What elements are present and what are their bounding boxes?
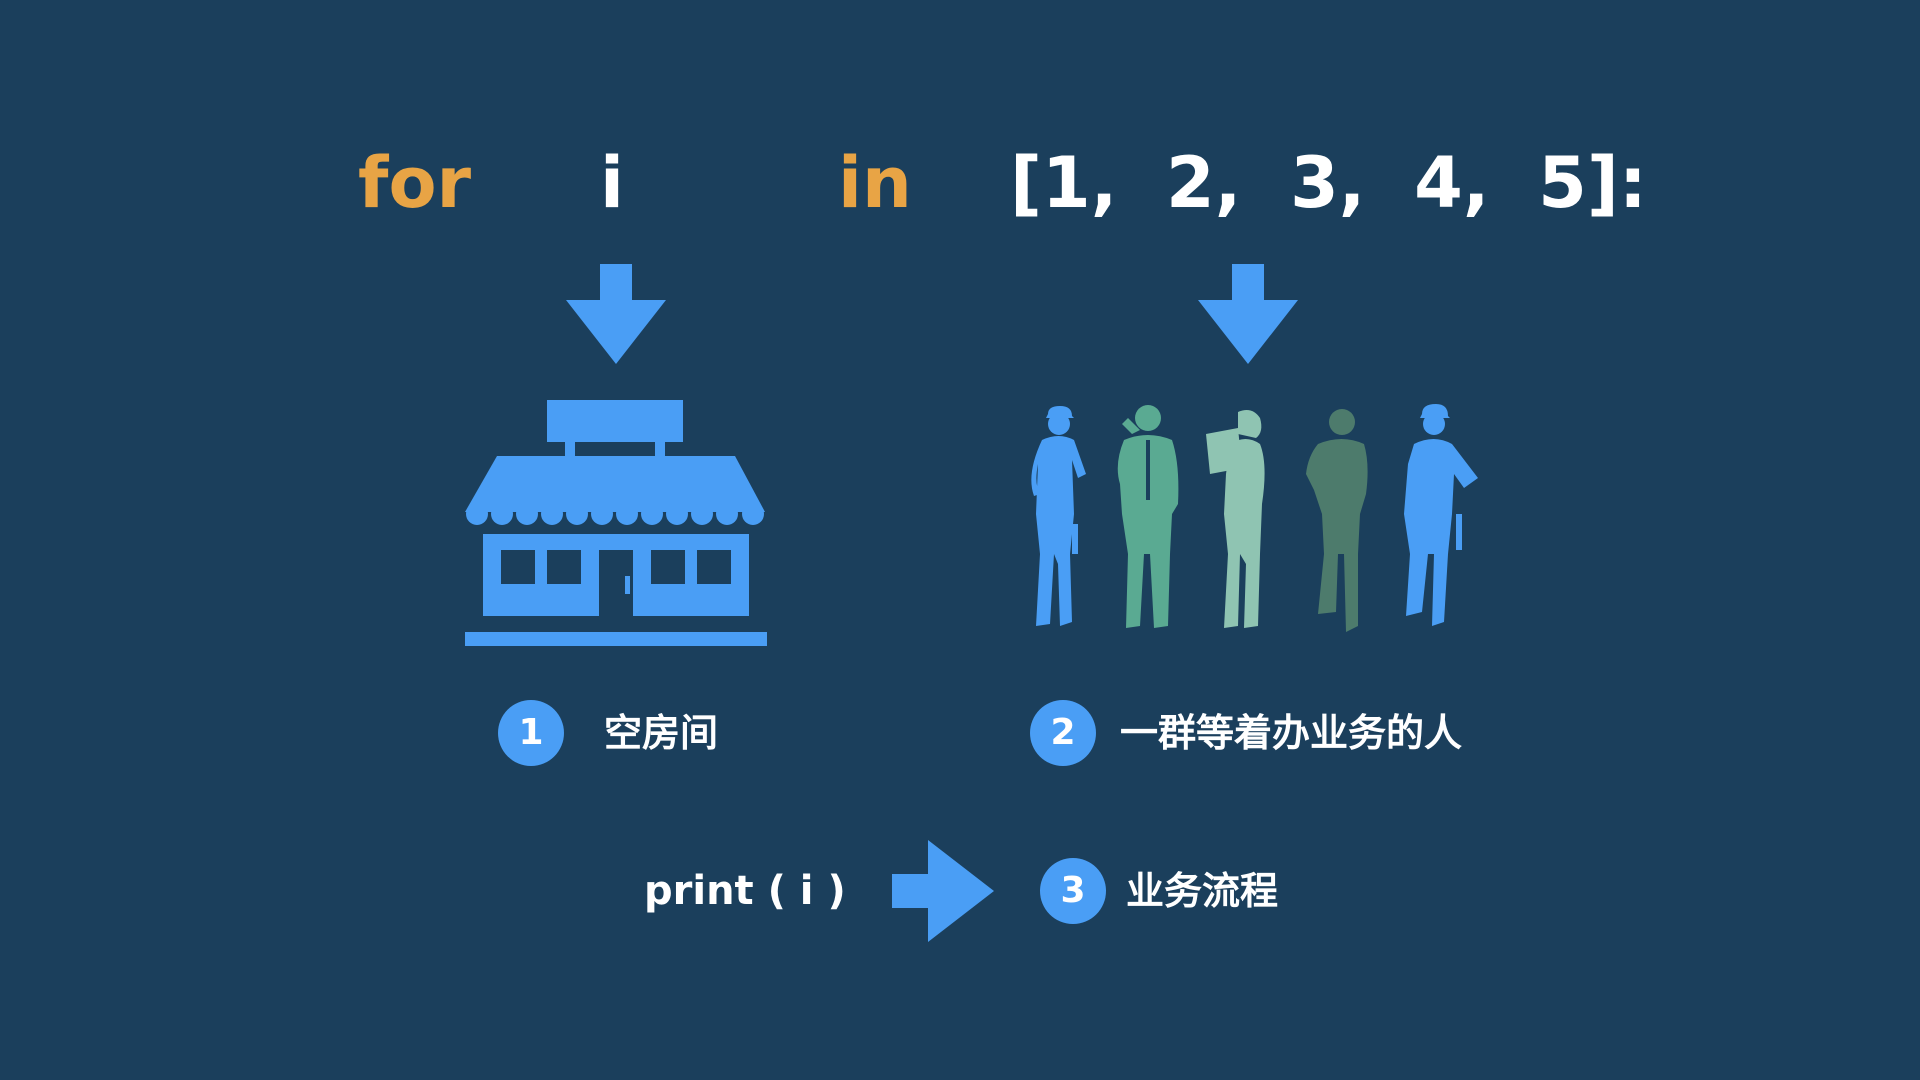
person-silhouette: [1031, 406, 1086, 626]
people-group-icon: [1031, 404, 1478, 632]
print-statement: print ( i ): [644, 868, 846, 914]
person-silhouette: [1117, 405, 1179, 628]
step-label-waiting-people: 一群等着办业务的人: [1120, 711, 1463, 755]
down-arrow-icon: [566, 264, 666, 364]
step-label-empty-room: 空房间: [604, 711, 719, 755]
down-arrow-icon: [1198, 264, 1298, 364]
keyword-in: in: [838, 142, 912, 224]
shop-icon: [465, 400, 767, 646]
step-badge-2: 2: [1030, 700, 1096, 766]
person-silhouette: [1306, 409, 1368, 632]
step-badge-1: 1: [498, 700, 564, 766]
loop-variable-i: i: [600, 142, 624, 224]
person-silhouette: [1206, 410, 1265, 628]
sequence-list: [1, 2, 3, 4, 5]:: [1010, 142, 1647, 224]
person-silhouette: [1404, 404, 1478, 626]
step-badge-3: 3: [1040, 858, 1106, 924]
keyword-for: for: [358, 142, 472, 224]
right-arrow-icon: [892, 840, 994, 942]
step-label-business-process: 业务流程: [1126, 869, 1279, 913]
